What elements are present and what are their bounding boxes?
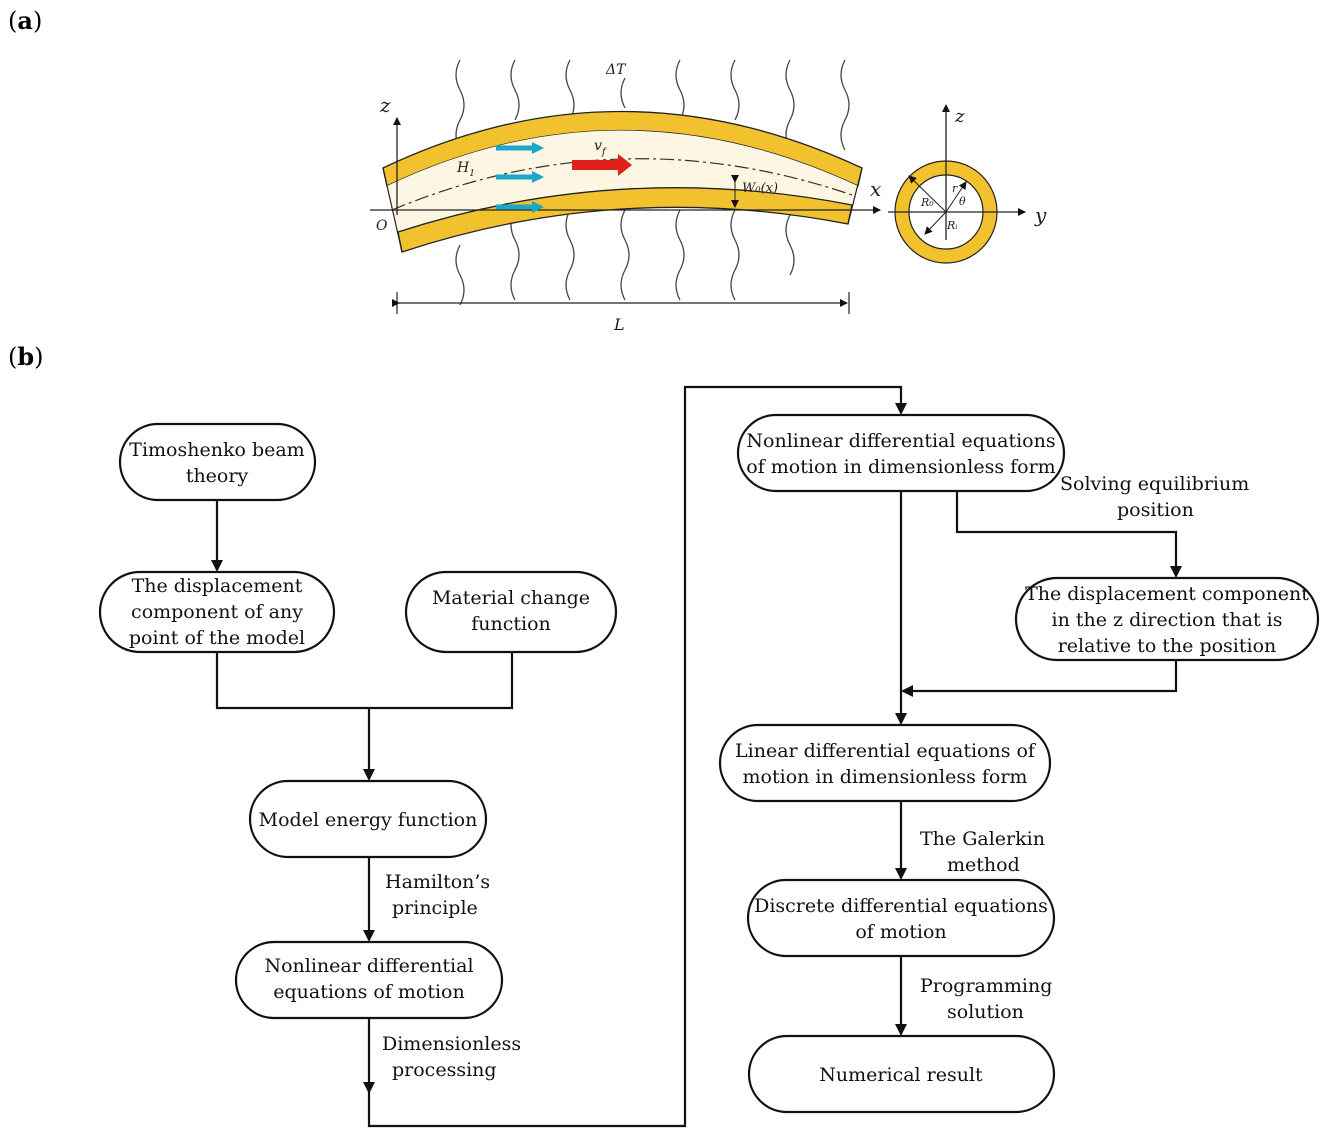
wave-4 [620,77,626,109]
wave-9 [455,244,465,306]
panel-b-label: (b) [8,342,44,371]
wave-1 [455,59,465,151]
wave-11 [565,209,575,301]
cross-z-label: z [954,106,965,127]
delta-t-label: ΔT [605,62,627,78]
node-numerical [747,1034,1056,1114]
node-z-displacement [1014,576,1320,662]
cross-section: z y R₀ Rᵢ r θ [888,104,1047,264]
thermal-wave-lines [455,59,850,306]
node-material [404,570,618,654]
length-label: L [613,315,625,334]
edge-merge-displacement-material [215,652,514,710]
radius-inner-arrow [924,211,947,235]
wave-13 [675,209,685,301]
node-nonlinear-dimless [736,413,1066,493]
axis-z-label: z [379,93,391,117]
cross-y-label: y [1034,203,1047,227]
pipe-diagram: z x O ΔT vf H1 W₀(x) L [370,59,881,334]
numerical-text: Numerical result [819,1064,983,1086]
radius-outer-arrow [908,175,947,213]
theta-label: θ [959,195,966,208]
flowchart [98,385,1320,1128]
r-inner-label: Rᵢ [946,219,958,232]
wave-15 [785,214,795,276]
node-nonlinear [234,940,504,1020]
origin-label: O [376,218,388,234]
r-label: r [952,182,958,195]
wave-14 [730,209,740,301]
pipe-fluid [387,130,858,232]
r-outer-label: R₀ [920,196,934,209]
edge-route-to-right-column [367,385,907,1128]
node-discrete [746,878,1056,958]
edge-equilibrium-branch [955,491,1182,578]
panel-a-label: (a) [8,6,43,35]
height-label: H1 [456,160,475,179]
edge-z-displacement-return [901,660,1178,697]
wave-2 [510,59,520,121]
node-timoshenko [118,422,317,502]
wave-6 [730,59,740,121]
radius-arrow [945,181,967,213]
deflection-label: W₀(x) [742,181,778,196]
wave-3 [565,59,575,121]
wave-10 [510,209,520,301]
velocity-label: vf [594,138,608,158]
axis-x-label: x [870,177,881,201]
energy-text: Model energy function [259,809,478,831]
pipe-right-end [847,167,863,225]
wave-12 [620,209,630,301]
node-linear-dimless [718,723,1052,803]
wave-8 [840,59,850,151]
wave-5 [675,59,685,121]
wave-7 [785,59,795,151]
